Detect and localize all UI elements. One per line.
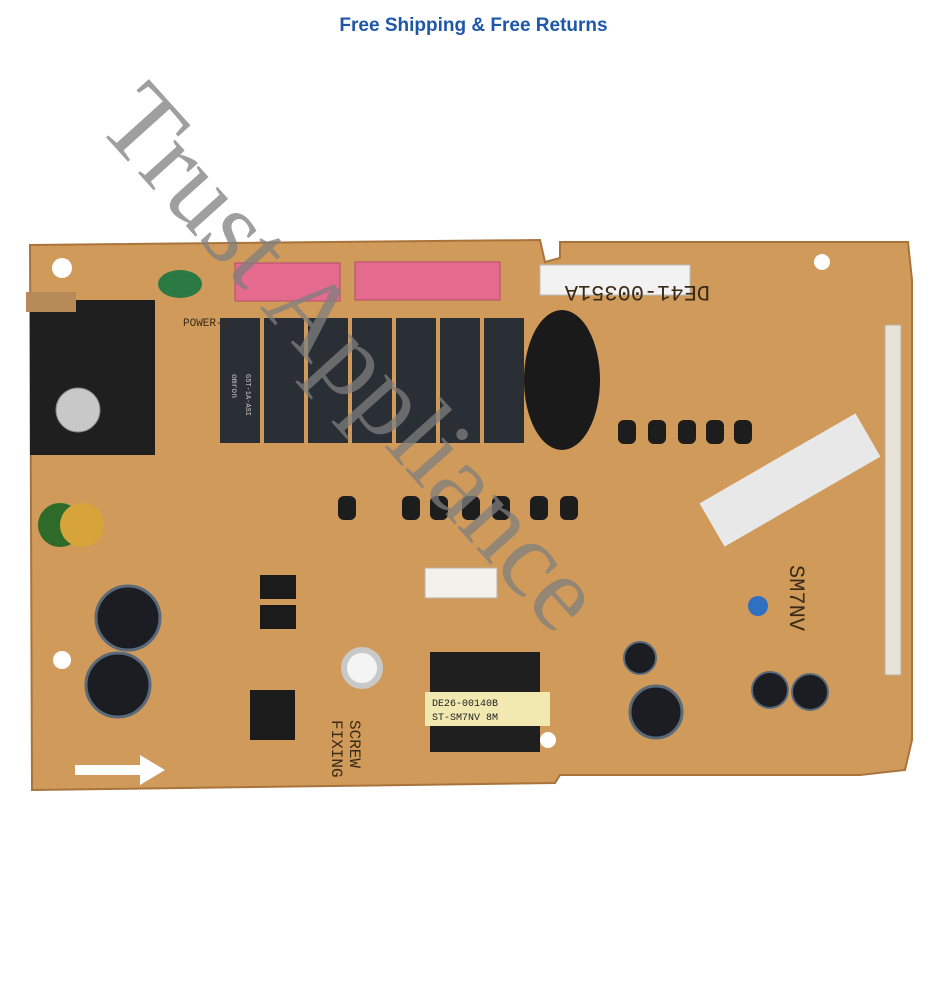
relay-row	[220, 318, 524, 443]
capacitor	[84, 651, 152, 719]
capacitor	[623, 641, 657, 675]
product-photo: DE26-00140B ST-SM7NV 8M DE41-00351A SM7N…	[26, 61, 913, 792]
capacitor	[158, 270, 202, 298]
white-connector	[539, 264, 691, 296]
transformer-label-line2: ST-SM7NV 8M	[432, 713, 498, 724]
board-part-number: DE41-00351A	[564, 279, 710, 304]
relay-model: G5T-1A-ASI	[243, 374, 251, 416]
mount-hole	[814, 254, 830, 270]
relay-brand: omron	[229, 374, 238, 398]
arrow-icon	[75, 755, 165, 785]
capacitor	[748, 596, 768, 616]
capacitor	[628, 684, 684, 740]
transformer-label-line1: DE26-00140B	[432, 699, 498, 710]
mount-hole	[53, 651, 71, 669]
mount-hole	[52, 258, 72, 278]
buzzer	[524, 310, 600, 450]
ic-chip	[260, 575, 296, 599]
capacitor	[791, 673, 829, 711]
power-label: POWER-L	[183, 318, 229, 330]
screw-label: SCREW	[345, 720, 363, 768]
white-connector	[424, 567, 498, 599]
fixing-label: FIXING	[327, 720, 345, 778]
capacitor	[94, 584, 162, 652]
shipping-banner: Free Shipping & Free Returns	[0, 0, 947, 52]
edge-connector	[884, 324, 902, 676]
capacitor	[60, 503, 104, 547]
relay-terminal	[26, 292, 76, 312]
shipping-banner-text: Free Shipping & Free Returns	[339, 15, 608, 36]
pink-connector	[354, 261, 501, 301]
capacitor	[751, 671, 789, 709]
pink-connector	[234, 262, 341, 302]
ic-chip	[250, 690, 295, 740]
transistor-row	[338, 420, 752, 520]
relay-screw	[55, 387, 101, 433]
model-sticker	[699, 413, 881, 547]
power-relay	[30, 300, 155, 455]
transformer-label-bg	[425, 692, 550, 726]
mount-hole	[540, 732, 556, 748]
ic-chip	[260, 605, 296, 629]
screw-hole	[341, 647, 383, 689]
board-model-text: SM7NV	[783, 565, 808, 632]
